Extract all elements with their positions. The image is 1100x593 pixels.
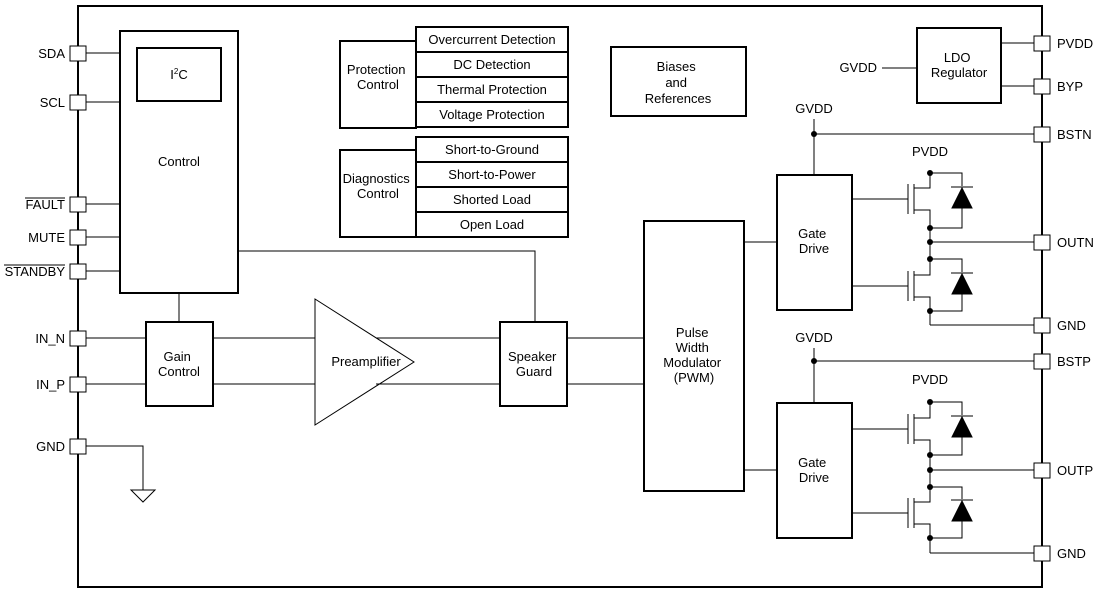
gain-control-label: Gain Control: [158, 349, 200, 379]
gate-drive-bottom-block: [776, 402, 853, 539]
pin-gnd-right-top[interactable]: [1033, 317, 1051, 334]
pin-bstp-label: BSTP: [1057, 354, 1091, 369]
diagnostics-control-block: [339, 149, 417, 238]
biases-references-label: Biases and References: [645, 59, 712, 106]
thermal-protection-label: Thermal Protection: [437, 82, 547, 97]
pin-in-p-label: IN_P: [36, 377, 65, 392]
pwm-label: Pulse Width Modulator (PWM): [663, 325, 724, 385]
pin-pvdd-label: PVDD: [1057, 36, 1093, 51]
thermal-protection-box: [415, 76, 569, 103]
ground-symbol: [129, 489, 157, 503]
top-low-side-diode: [951, 272, 973, 295]
bottom-high-side-fet: [852, 399, 963, 470]
bottom-low-side-fet: [852, 470, 963, 553]
pin-standby[interactable]: [69, 263, 87, 280]
gate-drive-top-block: [776, 174, 853, 311]
pin-in-p[interactable]: [69, 376, 87, 393]
pin-bstp[interactable]: [1033, 353, 1051, 370]
pin-fault[interactable]: [69, 196, 87, 213]
gvdd-bottom-label: GVDD: [795, 330, 833, 345]
top-low-side-fet: [852, 242, 963, 325]
protection-control-block: [339, 40, 417, 129]
pin-in-n[interactable]: [69, 330, 87, 347]
dc-detection-box: [415, 51, 569, 78]
shorted-load-label: Shorted Load: [453, 192, 531, 207]
pin-outn[interactable]: [1033, 234, 1051, 251]
top-high-side-fet: [852, 170, 963, 242]
pin-byp[interactable]: [1033, 78, 1051, 95]
protection-items: Overcurrent Detection DC Detection Therm…: [415, 26, 569, 128]
diagnostics-control-label: Diagnostics Control: [343, 171, 414, 201]
left-pins: SDA SCL FAULT MUTE STANDBY IN_N IN_P GND: [4, 45, 87, 455]
preamplifier-triangle: [314, 298, 415, 426]
overcurrent-detection-label: Overcurrent Detection: [428, 32, 555, 47]
pin-standby-label: STANDBY: [5, 264, 66, 279]
pin-gnd-right-top-label: GND: [1057, 318, 1086, 333]
bottom-high-side-diode: [951, 415, 973, 438]
biases-references-block: [610, 46, 747, 117]
pwm-block: [643, 220, 745, 492]
pin-mute-label: MUTE: [28, 230, 65, 245]
pin-bstn-label: BSTN: [1057, 127, 1092, 142]
pin-outp-label: OUTP: [1057, 463, 1093, 478]
wire-gnd-left: [86, 445, 144, 490]
pin-gnd-left[interactable]: [69, 438, 87, 455]
bottom-low-side-diode: [951, 499, 973, 522]
pin-gnd-right-bottom[interactable]: [1033, 545, 1051, 562]
gvdd-top-label: GVDD: [795, 101, 833, 116]
top-high-side-diode: [951, 186, 973, 209]
pin-in-n-label: IN_N: [35, 331, 65, 346]
pin-byp-label: BYP: [1057, 79, 1083, 94]
speaker-guard-label: Speaker Guard: [508, 349, 560, 379]
pin-scl[interactable]: [69, 94, 87, 111]
gate-drive-top-label: Gate Drive: [798, 226, 830, 256]
i2c-block: [136, 47, 222, 102]
pin-pvdd[interactable]: [1033, 35, 1051, 52]
right-pins: PVDD BYP BSTN OUTN GND BSTP OUTP GND: [1033, 35, 1094, 562]
gvdd-ldo-label: GVDD: [839, 60, 877, 75]
pin-outn-label: OUTN: [1057, 235, 1094, 250]
shorted-load-box: [415, 186, 569, 213]
pin-gnd-right-bottom-label: GND: [1057, 546, 1086, 561]
protection-control-label: Protection Control: [347, 62, 409, 92]
preamplifier-label: Preamplifier: [331, 354, 401, 369]
open-load-label: Open Load: [460, 217, 524, 232]
pin-gnd-left-label: GND: [36, 439, 65, 454]
pin-sda-label: SDA: [38, 46, 65, 61]
control-label: Control: [158, 154, 200, 169]
pin-fault-label: FAULT: [26, 197, 66, 212]
pin-scl-label: SCL: [40, 95, 65, 110]
gain-control-block: [145, 321, 214, 407]
gate-drive-bottom-label: Gate Drive: [798, 455, 830, 485]
short-to-ground-label: Short-to-Ground: [445, 142, 539, 157]
dc-detection-label: DC Detection: [453, 57, 530, 72]
short-to-power-label: Short-to-Power: [448, 167, 536, 182]
open-load-box: [415, 211, 569, 238]
voltage-protection-label: Voltage Protection: [439, 107, 545, 122]
wire-control-guard: [238, 250, 536, 322]
pvdd-top-label: PVDD: [912, 144, 948, 159]
ldo-regulator-label: LDO Regulator: [931, 50, 988, 80]
pin-bstn[interactable]: [1033, 126, 1051, 143]
ldo-regulator-block: [916, 27, 1002, 104]
pin-sda[interactable]: [69, 45, 87, 62]
i2c-label: I2C: [170, 67, 187, 82]
pvdd-bottom-label: PVDD: [912, 372, 948, 387]
pin-outp[interactable]: [1033, 462, 1051, 479]
voltage-protection-box: [415, 101, 569, 128]
speaker-guard-block: [499, 321, 568, 407]
pin-mute[interactable]: [69, 229, 87, 246]
diagnostics-items: Short-to-Ground Short-to-Power Shorted L…: [415, 136, 569, 238]
